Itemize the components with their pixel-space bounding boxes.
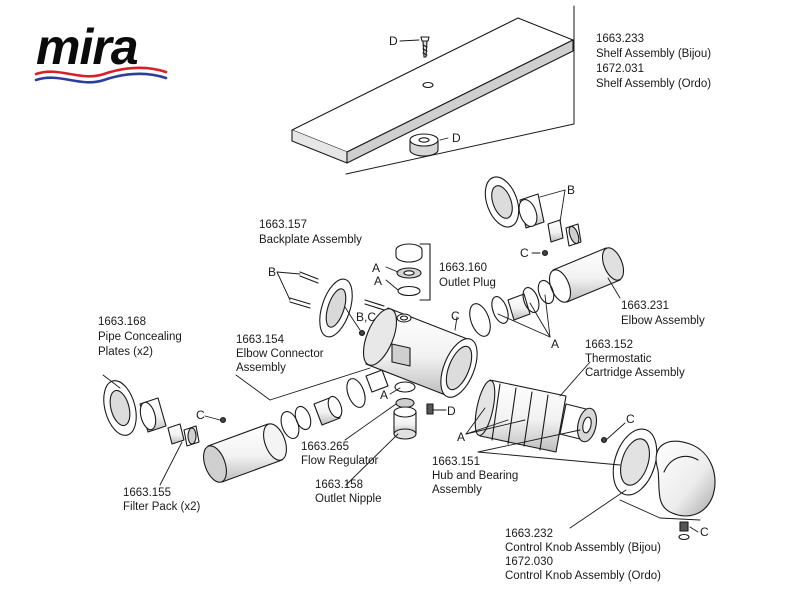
callout-letter: D <box>447 404 456 418</box>
part-code: 1663.151 <box>432 456 480 468</box>
backplate-screws-b <box>289 271 319 309</box>
filter-pack <box>167 416 227 447</box>
part-name: Outlet Plug <box>439 277 496 289</box>
part-name: Control Knob Assembly (Bijou) <box>505 542 661 554</box>
callout-letter: A <box>551 337 560 351</box>
leader-lines <box>102 39 701 533</box>
callout-letter: B <box>567 183 576 197</box>
shelf <box>291 17 574 164</box>
part-name: Shelf Assembly (Ordo) <box>596 78 712 90</box>
part-name: Thermostatic <box>585 353 652 365</box>
part-code: 1663.152 <box>585 339 633 351</box>
callout-letter: C <box>196 408 205 422</box>
knob-grub-screw <box>678 521 690 541</box>
logo-wave-blue <box>34 72 168 84</box>
part-name: Elbow Connector <box>236 348 324 360</box>
part-code: 1663.154 <box>236 334 284 346</box>
left-elbow <box>203 423 287 483</box>
part-name: Pipe Concealing <box>98 331 182 343</box>
part-code: 1663.265 <box>301 441 349 453</box>
part-code: 1672.031 <box>596 63 644 75</box>
part-name: Assembly <box>432 484 482 496</box>
elbow-o-rings <box>469 279 555 337</box>
part-code: 1663.155 <box>123 487 171 499</box>
callout-letter: C <box>626 412 635 426</box>
callout-letter: D <box>452 131 461 145</box>
part-code: 1663.232 <box>505 528 553 540</box>
part-name: Elbow Assembly <box>621 315 705 327</box>
mira-logo: mira <box>36 19 139 75</box>
part-name: Outlet Nipple <box>315 493 382 505</box>
part-name: Cartridge Assembly <box>585 367 685 379</box>
part-name: Flow Regulator <box>301 455 379 467</box>
callout-letter: A <box>380 388 389 402</box>
part-code: 1663.233 <box>596 33 644 45</box>
shelf-foot <box>409 133 439 157</box>
pipe-concealing-plate <box>103 380 167 436</box>
logo-wave-red <box>34 66 168 78</box>
callout-letter: D <box>389 34 398 48</box>
outlet-nipple <box>393 406 417 440</box>
part-code: 1663.157 <box>259 219 307 231</box>
part-name: Filter Pack (x2) <box>123 501 201 513</box>
cartridge <box>474 379 608 453</box>
elbow-assembly <box>484 176 625 303</box>
part-name: Assembly <box>236 362 286 374</box>
logo-waves <box>34 66 168 84</box>
callout-letter: B <box>268 265 277 279</box>
part-code: 1663.231 <box>621 300 669 312</box>
part-name: Plates (x2) <box>98 346 153 358</box>
grub-screw-d <box>426 403 434 415</box>
part-code: 1663.158 <box>315 479 363 491</box>
elbow-connector <box>280 369 389 439</box>
part-code: 1663.160 <box>439 262 487 274</box>
valve-body <box>362 307 478 398</box>
control-knob <box>655 440 716 517</box>
backplate <box>319 278 353 338</box>
callout-letter: B,C <box>356 310 377 324</box>
hub-bearing-ring <box>612 428 658 496</box>
part-name: Backplate Assembly <box>259 234 362 246</box>
outlet-plug-bracket <box>419 243 431 301</box>
part-name: Control Knob Assembly (Ordo) <box>505 570 661 582</box>
backplate-screws-bc <box>358 299 385 337</box>
part-code: 1672.030 <box>505 556 553 568</box>
callout-letter: A <box>457 430 466 444</box>
callout-letter: C <box>700 525 709 539</box>
callout-letter: C <box>451 309 460 323</box>
outlet-plug <box>395 243 423 297</box>
flow-regulator <box>394 381 416 409</box>
part-name: Shelf Assembly (Bijou) <box>596 48 712 60</box>
shelf-bracket <box>345 5 575 175</box>
part-name: Hub and Bearing <box>432 470 519 482</box>
part-code: 1663.168 <box>98 316 146 328</box>
callout-letter: A <box>372 261 381 275</box>
callout-letter: C <box>520 246 529 260</box>
shelf-screw <box>420 36 430 58</box>
callout-letter: A <box>374 274 383 288</box>
